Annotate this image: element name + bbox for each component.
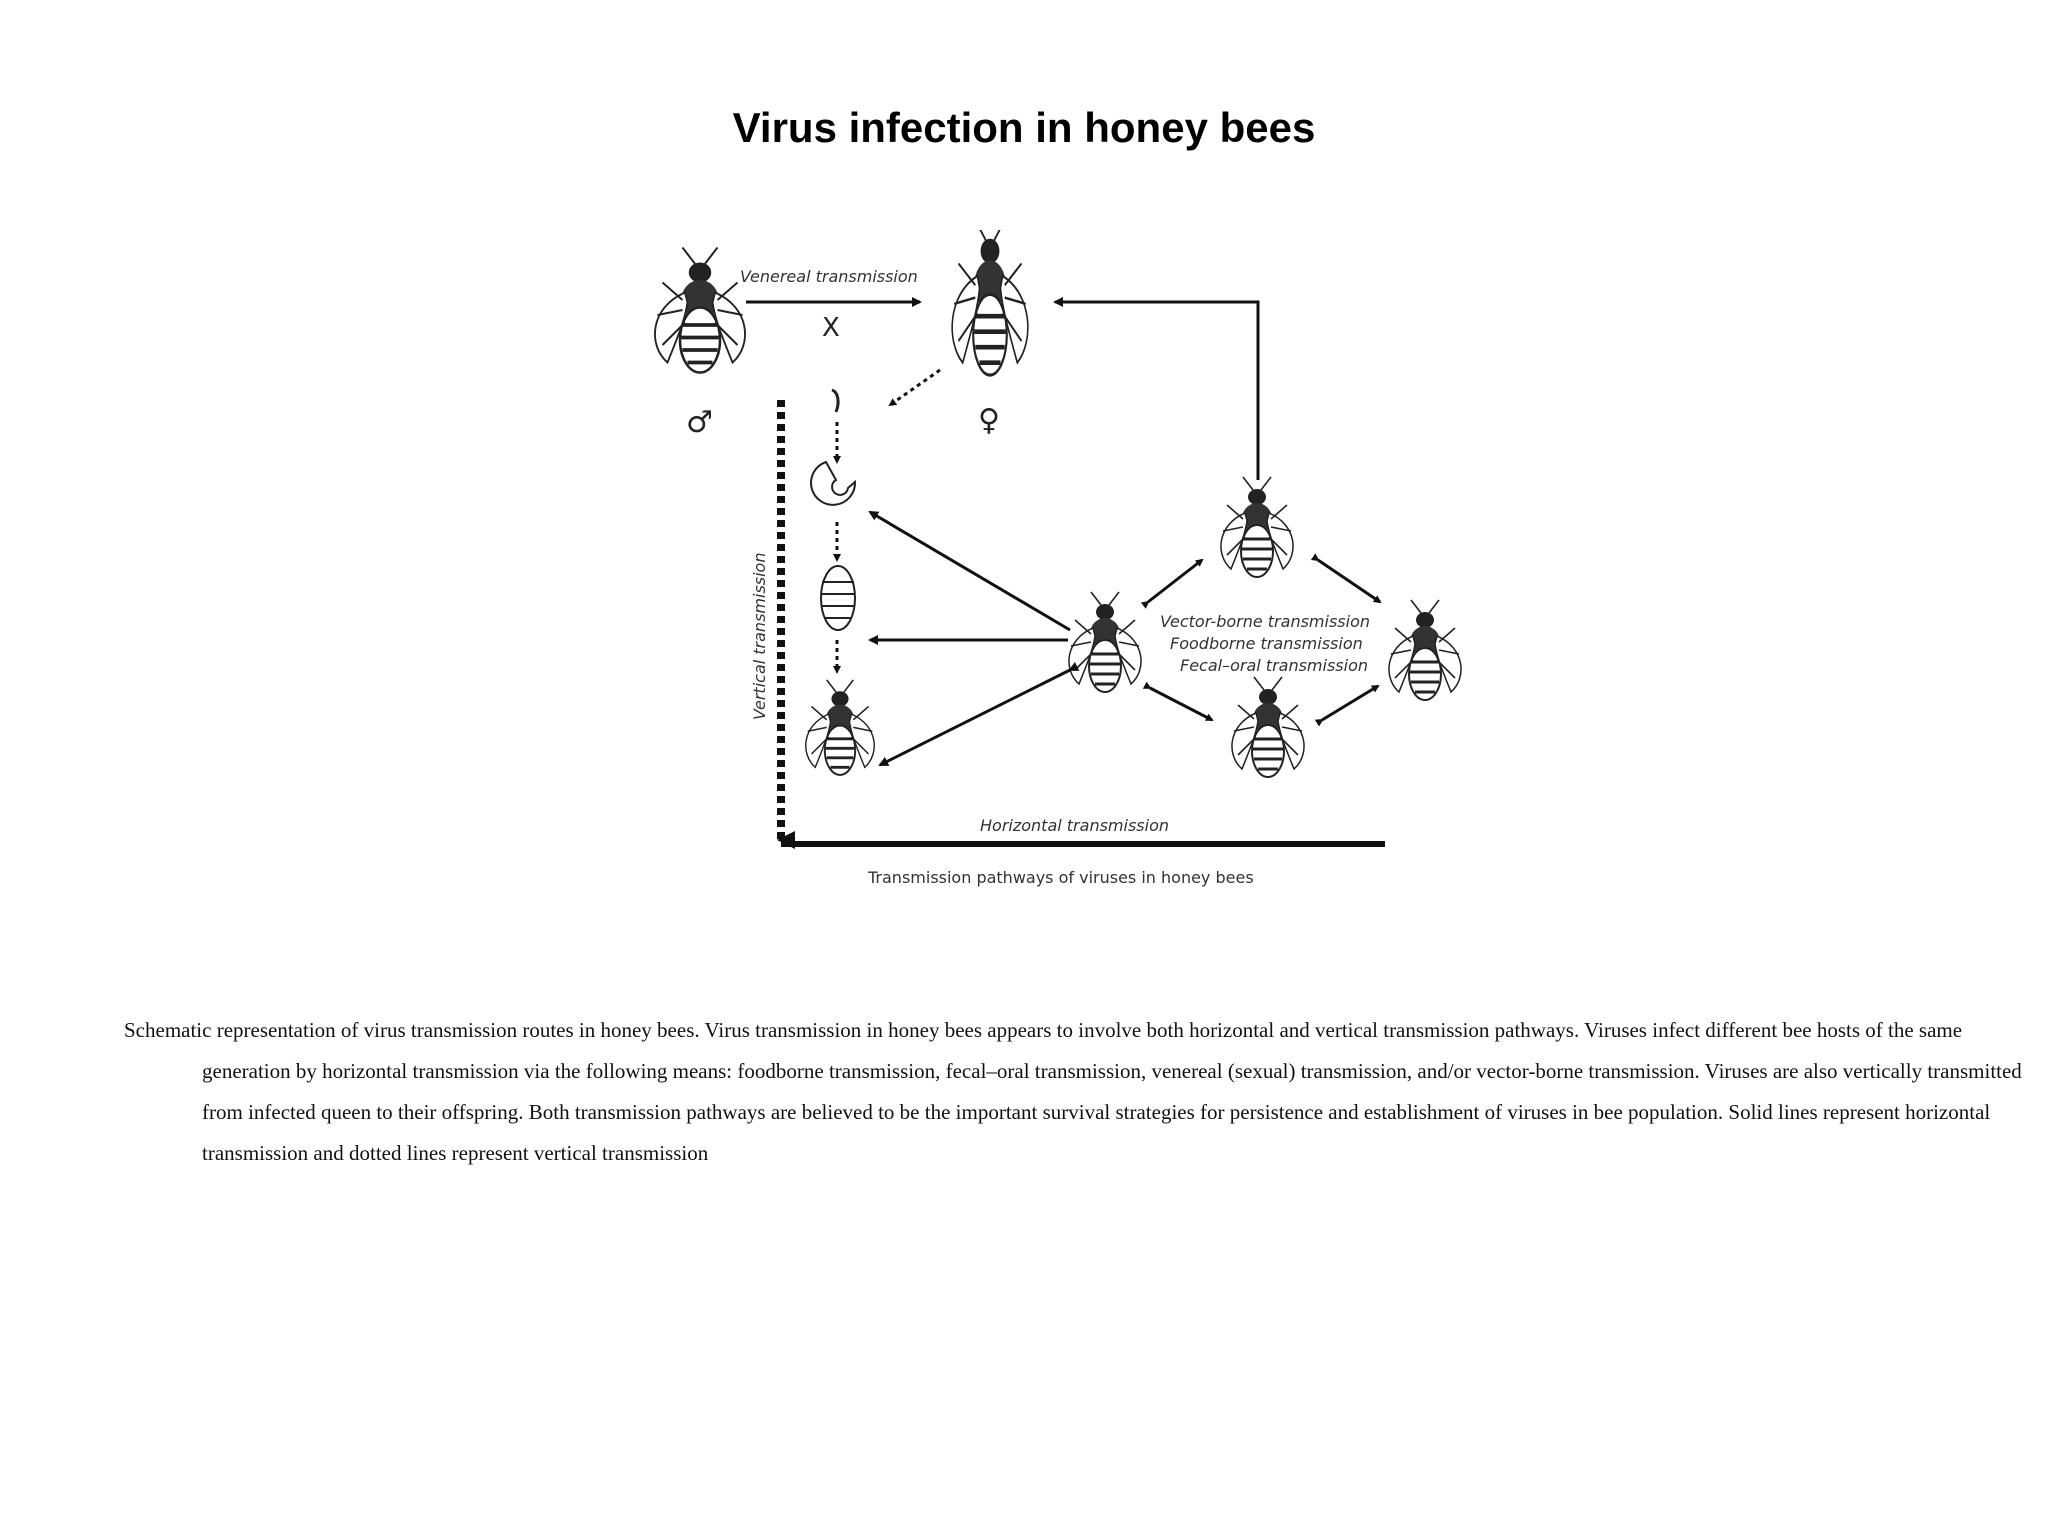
female-symbol: ♀ bbox=[978, 403, 1000, 438]
diagram-caption: Transmission pathways of viruses in hone… bbox=[867, 868, 1254, 887]
cluster-arrow-bottom-left bbox=[1142, 681, 1214, 722]
vertical-transmission-label: Vertical transmission bbox=[750, 553, 769, 721]
adult-bee-icon bbox=[804, 678, 876, 777]
transmission-diagram: ♂ ♀ Venereal transmission X Vertical tra… bbox=[600, 230, 1480, 910]
colony-bee-bottom-icon bbox=[1230, 675, 1306, 779]
colony-bee-right-icon bbox=[1387, 598, 1463, 702]
cluster-arrow-top-left bbox=[1140, 558, 1204, 609]
colony-to-queen-arrow bbox=[1053, 297, 1260, 480]
cluster-arrow-top-right bbox=[1310, 553, 1382, 604]
blocked-mark: X bbox=[822, 313, 840, 343]
queen-to-egg-arrow bbox=[888, 368, 941, 407]
page-title: Virus infection in honey bees bbox=[732, 104, 1316, 151]
egg-icon bbox=[831, 388, 840, 413]
figure-caption: Schematic representation of virus transm… bbox=[124, 1018, 2022, 1165]
queen-bee-icon bbox=[952, 230, 1028, 375]
fecal-oral-label: Fecal–oral transmission bbox=[1180, 656, 1368, 675]
male-symbol: ♂ bbox=[686, 405, 713, 440]
foodborne-label: Foodborne transmission bbox=[1170, 634, 1363, 653]
pupa-icon bbox=[820, 565, 856, 631]
vector-borne-label: Vector-borne transmission bbox=[1160, 612, 1370, 631]
colony-bee-left-icon bbox=[1067, 590, 1143, 694]
colony-adult-arrow bbox=[878, 661, 1080, 767]
cluster-arrow-bottom-right bbox=[1314, 684, 1380, 727]
drone-bee-icon bbox=[653, 245, 747, 375]
horizontal-transmission-label: Horizontal transmission bbox=[980, 816, 1169, 835]
colony-to-larva-arrow bbox=[868, 510, 1071, 632]
colony-bee-top-icon bbox=[1219, 475, 1295, 579]
larva-icon bbox=[810, 460, 857, 506]
venereal-transmission-label: Venereal transmission bbox=[740, 267, 918, 286]
